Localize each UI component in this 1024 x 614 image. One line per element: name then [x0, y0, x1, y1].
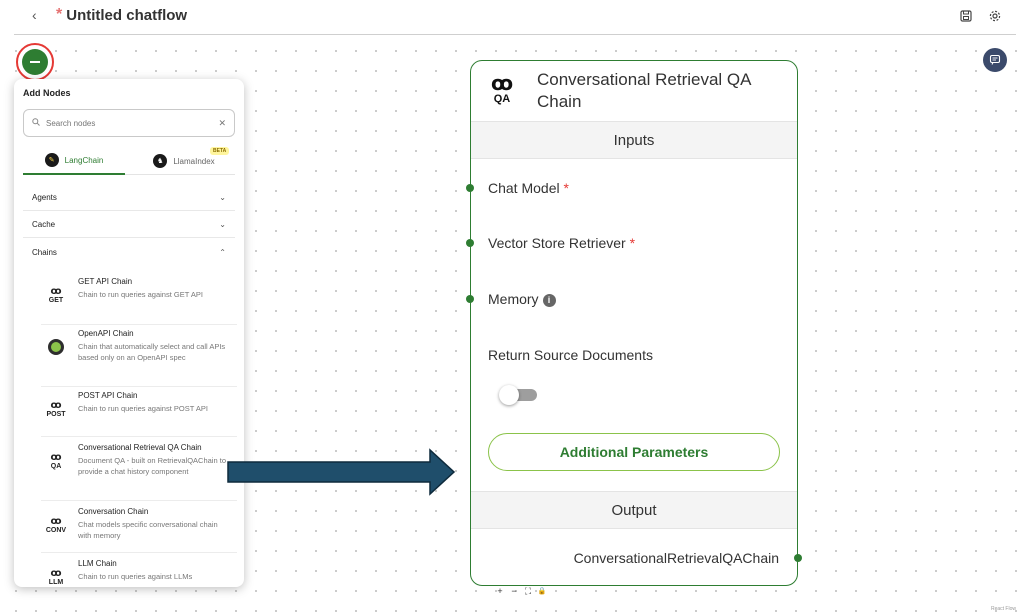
- tab-langchain[interactable]: ✎ LangChain: [23, 147, 125, 175]
- input-handle-vector-store-retriever[interactable]: [466, 239, 474, 247]
- chain-link-icon: ꝏ QA: [490, 73, 514, 105]
- flow-controls: + − ⛶ 🔒: [494, 585, 548, 597]
- node-title: Conversational Retrieval QA Chain: [537, 70, 751, 111]
- clear-search-icon[interactable]: ✕: [218, 117, 226, 128]
- search-icon: [32, 118, 40, 128]
- output-value: ConversationalRetrievalQAChain: [573, 550, 779, 566]
- node-card-conversational-retrieval-qa-chain[interactable]: ꝏ QA Conversational Retrieval QA Chain I…: [470, 60, 798, 586]
- search-box[interactable]: ✕: [23, 109, 235, 137]
- add-nodes-panel: Add Nodes ✕ ✎ LangChain ♞ LlamaIndex BET…: [14, 79, 244, 587]
- node-name: LLM Chain: [78, 559, 117, 568]
- node-name: GET API Chain: [78, 277, 133, 286]
- node-name: Conversation Chain: [78, 507, 149, 516]
- output-header: Output: [471, 491, 797, 529]
- node-source-tabs: ✎ LangChain ♞ LlamaIndex: [23, 147, 235, 175]
- node-description: Chain to run queries against LLMs: [78, 572, 193, 581]
- tab-llamaindex[interactable]: ♞ LlamaIndex: [133, 147, 235, 175]
- settings-gear-icon[interactable]: [988, 9, 1002, 23]
- category-chains[interactable]: Chains ⌃: [23, 239, 235, 265]
- node-name: POST API Chain: [78, 391, 138, 400]
- node-description: Chain to run queries against GET API: [78, 290, 203, 299]
- node-name: Conversational Retrieval QA Chain: [78, 443, 202, 452]
- node-name: OpenAPI Chain: [78, 329, 134, 338]
- drag-arrow: [227, 448, 456, 496]
- category-cache[interactable]: Cache ⌄: [23, 212, 235, 238]
- minus-icon: [30, 61, 40, 63]
- zoom-out-button[interactable]: −: [511, 586, 517, 596]
- tab-label: LlamaIndex: [173, 156, 215, 166]
- add-node-button[interactable]: [22, 49, 48, 75]
- param-return-source-documents: Return Source Documents: [488, 347, 653, 363]
- node-description: Chain that automatically select and call…: [78, 342, 226, 362]
- zoom-in-button[interactable]: +: [497, 586, 503, 596]
- chevron-down-icon: ⌄: [219, 193, 226, 202]
- add-node-highlight-ring: [16, 43, 54, 81]
- back-button[interactable]: ‹: [32, 7, 37, 23]
- search-input[interactable]: [46, 118, 219, 128]
- required-marker: *: [629, 235, 636, 251]
- unsaved-indicator: *: [56, 6, 63, 23]
- header-divider: [14, 34, 1016, 35]
- param-chat-model: Chat Model *: [488, 180, 569, 196]
- category-label: Cache: [32, 220, 56, 229]
- category-label: Chains: [32, 247, 57, 257]
- category-agents[interactable]: Agents ⌄: [23, 185, 235, 211]
- beta-badge: BETA: [210, 147, 230, 155]
- additional-parameters-button[interactable]: Additional Parameters: [488, 433, 780, 471]
- output-handle[interactable]: [794, 554, 802, 562]
- required-marker: *: [563, 180, 569, 196]
- list-item-openapi-chain[interactable]: OpenAPI Chain Chain that automatically s…: [41, 327, 237, 387]
- inputs-header: Inputs: [471, 121, 797, 159]
- panel-title: Add Nodes: [23, 88, 71, 98]
- node-description: Document QA - built on RetrievalQAChain …: [78, 456, 226, 476]
- category-label: Agents: [32, 193, 57, 202]
- node-description: Chain to run queries against POST API: [78, 404, 208, 413]
- chevron-up-icon: ⌃: [219, 247, 226, 257]
- llama-icon: ♞: [153, 154, 168, 168]
- info-icon[interactable]: i: [542, 293, 556, 307]
- save-icon[interactable]: [959, 9, 973, 23]
- input-handle-memory[interactable]: [466, 295, 474, 303]
- return-source-documents-toggle[interactable]: [499, 385, 539, 405]
- lock-button[interactable]: 🔒: [537, 588, 547, 595]
- react-flow-attribution[interactable]: React Flow: [990, 606, 1016, 612]
- tab-label: LangChain: [64, 155, 104, 165]
- page-title[interactable]: Untitled chatflow: [66, 6, 188, 24]
- openapi-icon: [45, 336, 67, 358]
- chevron-down-icon: ⌄: [219, 220, 226, 229]
- app-header: ‹ * Untitled chatflow: [0, 0, 1024, 34]
- input-handle-chat-model[interactable]: [466, 184, 474, 192]
- param-vector-store-retriever: Vector Store Retriever *: [488, 235, 636, 251]
- chat-button[interactable]: [983, 48, 1007, 72]
- langchain-parrot-icon: ✎: [44, 153, 59, 167]
- node-description: Chat models specific conversational chai…: [78, 520, 218, 540]
- title-wrap: * Untitled chatflow: [56, 6, 187, 24]
- chat-bubble-icon: [989, 54, 1001, 65]
- fit-view-button[interactable]: ⛶: [524, 585, 532, 596]
